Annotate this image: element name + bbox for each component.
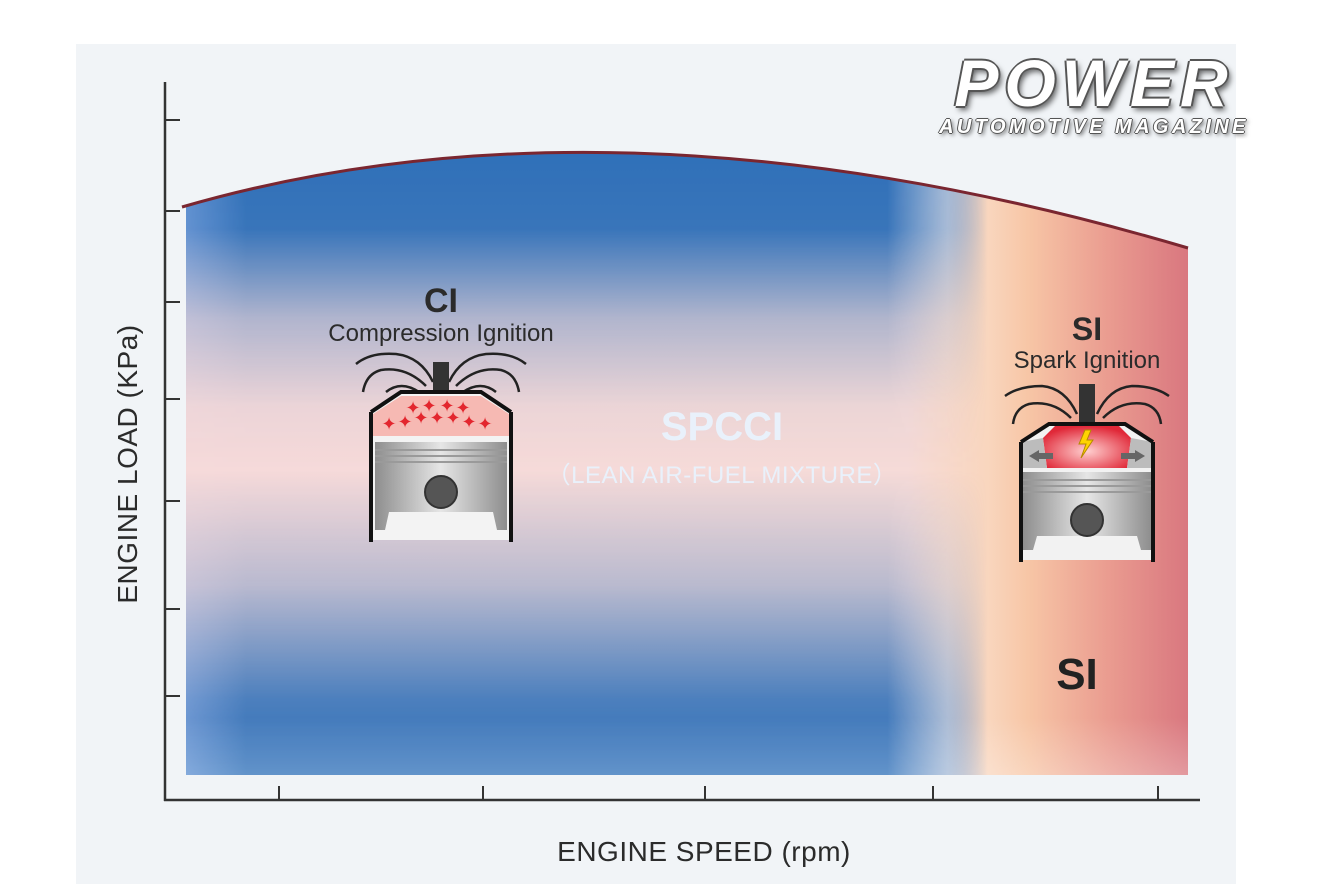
y-axis-ticks [165,119,180,697]
svg-text:✦: ✦ [455,398,470,419]
piston-compression-icon: ✦✦✦ ✦✦✦ ✦✦✦ ✦✦ [355,352,527,542]
svg-text:✦: ✦ [439,396,454,417]
spcci-title: SPCCI [660,405,784,449]
logo-tagline: AUTOMOTIVE MAGAZINE [939,116,1249,138]
svg-text:✦: ✦ [381,414,396,435]
y-axis-label: ENGINE LOAD (KPa) [112,324,143,604]
si-zone-label: SI [1056,650,1098,699]
axes [163,82,1200,802]
svg-text:✦: ✦ [429,408,444,429]
svg-text:✦: ✦ [413,408,428,429]
si-title: SI [1071,311,1103,347]
svg-text:✦: ✦ [397,412,412,433]
ci-subtitle: Compression Ignition [328,320,554,347]
spcci-subtitle: （LEAN AIR-FUEL MIXTURE） [546,462,898,489]
svg-text:✦: ✦ [445,408,460,429]
ci-title: CI [424,282,458,320]
svg-text:✦: ✦ [461,412,476,433]
svg-text:✦: ✦ [421,396,436,417]
piston-spark-icon [1004,384,1170,562]
svg-text:✦: ✦ [477,414,492,435]
x-axis-label: ENGINE SPEED (rpm) [557,836,851,867]
max-load-curve [181,150,1189,250]
logo-wordmark: POWER [954,46,1234,120]
si-subtitle: Spark Ignition [1013,347,1161,374]
svg-text:✦: ✦ [405,398,420,419]
power-magazine-logo: POWER AUTOMOTIVE MAGAZINE [898,50,1290,138]
x-axis-ticks [278,786,1159,800]
